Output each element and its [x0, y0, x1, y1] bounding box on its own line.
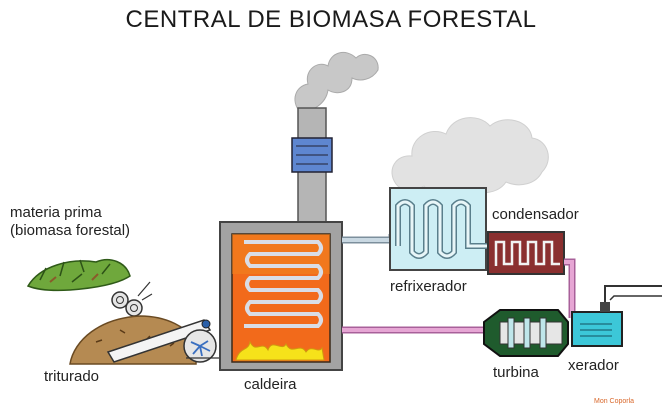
label-triturado: triturado	[44, 368, 100, 385]
shredder-roller-left	[111, 291, 129, 309]
conveyor-belt	[106, 319, 212, 363]
label-xerador: xerador	[568, 357, 619, 374]
label-condensador: condensador	[492, 206, 579, 223]
boiler-coil	[244, 240, 323, 328]
power-cable	[604, 285, 662, 302]
label-turbina: turbina	[493, 364, 539, 381]
chimney-smoke	[294, 51, 379, 113]
boiler-flames	[235, 340, 325, 361]
generator	[571, 311, 623, 347]
label-materia-prima: materia prima	[10, 204, 102, 221]
label-biomasa-forestal: (biomasa forestal)	[10, 222, 131, 239]
shredder-roller-right	[125, 299, 143, 317]
author-credit: Mon Coporla	[594, 398, 635, 405]
raw-biomass-pile	[26, 258, 131, 292]
label-caldeira: caldeira	[244, 376, 297, 393]
label-raw-material: materia prima (biomasa forestal)	[10, 204, 130, 240]
diagram-title: CENTRAL DE BIOMASA FORESTAL	[125, 6, 537, 33]
cooler-steam-cloud	[391, 117, 549, 195]
label-refrixerador: refrixerador	[390, 278, 467, 295]
